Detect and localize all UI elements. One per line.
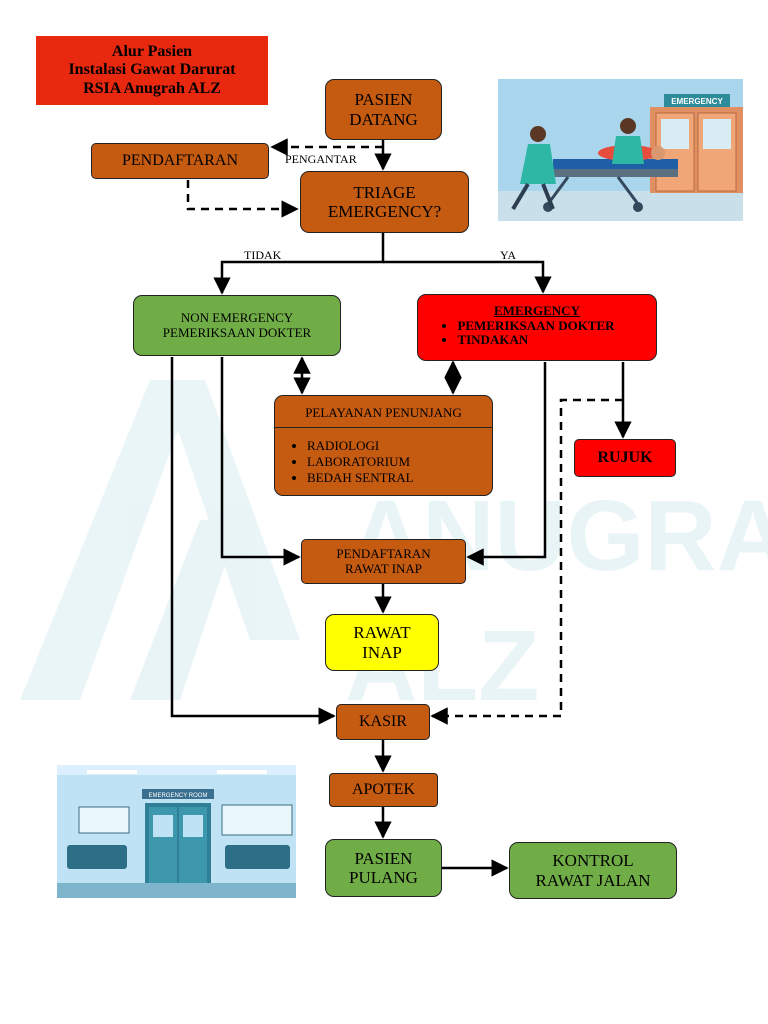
edge-label-tidak: TIDAK: [244, 248, 282, 262]
node-penunjang-item-radiologi: RADIOLOGI: [307, 438, 414, 454]
diagram-title: Alur Pasien Instalasi Gawat Darurat RSIA…: [36, 36, 268, 105]
edge-triage-non-emergency: [213, 233, 385, 295]
node-apotek-label: APOTEK: [351, 781, 416, 799]
node-pasien-pulang[interactable]: PASIEN PULANG: [325, 839, 442, 897]
node-emergency-item-pemeriksaan: PEMERIKSAAN DOKTER: [457, 318, 614, 334]
node-pasien-datang[interactable]: PASIEN DATANG: [325, 79, 442, 140]
node-rawat-inap-line-2: INAP: [362, 642, 402, 662]
node-rujuk[interactable]: RUJUK: [574, 439, 676, 477]
node-non-emergency-line-1: NON EMERGENCY: [180, 310, 294, 325]
title-line-2: Instalasi Gawat Darurat: [68, 61, 236, 79]
node-pelayanan-penunjang[interactable]: PELAYANAN PENUNJANG RADIOLOGI LABORATORI…: [274, 395, 493, 496]
node-kontrol-rawat-jalan[interactable]: KONTROL RAWAT JALAN: [509, 842, 677, 899]
edge-pendaftaran-triage-dashed: [186, 180, 299, 218]
node-penunjang-list: RADIOLOGI LABORATORIUM BEDAH SENTRAL: [289, 438, 414, 487]
node-kasir[interactable]: KASIR: [336, 704, 430, 740]
emergency-room-illustration: EMERGENCY ROOM: [57, 765, 296, 898]
node-emergency[interactable]: EMERGENCY PEMERIKSAAN DOKTER TINDAKAN: [417, 294, 657, 361]
node-kasir-label: KASIR: [358, 713, 407, 731]
node-emergency-list: PEMERIKSAAN DOKTER TINDAKAN: [439, 318, 614, 348]
edge-triage-emergency: [383, 260, 552, 294]
node-kontrol-line-1: KONTROL: [552, 851, 634, 871]
emergency-sign-text: EMERGENCY: [671, 97, 723, 106]
title-line-1: Alur Pasien: [111, 42, 193, 60]
node-emergency-heading: EMERGENCY: [494, 303, 580, 318]
edge-non-emergency-kasir: [170, 357, 336, 725]
edge-non-emergency-rawat-inap: [220, 357, 301, 566]
node-pendaftaran-rawat-inap[interactable]: PENDAFTARAN RAWAT INAP: [301, 539, 466, 584]
edge-emergency-rawat-inap: [466, 362, 547, 566]
node-pendaftaran-rawat-inap-line-2: RAWAT INAP: [344, 560, 423, 576]
node-pasien-datang-line-1: PASIEN: [354, 90, 413, 110]
node-pasien-pulang-line-1: PASIEN: [354, 848, 413, 868]
node-rujuk-label: RUJUK: [597, 449, 653, 467]
node-non-emergency[interactable]: NON EMERGENCY PEMERIKSAAN DOKTER: [133, 295, 341, 356]
emergency-entrance-illustration: EMERGENCY: [498, 79, 743, 221]
node-triage[interactable]: TRIAGE EMERGENCY?: [300, 171, 469, 233]
edge-label-pengantar: PENGANTAR: [285, 152, 357, 166]
node-pendaftaran-rawat-inap-line-1: PENDAFTARAN: [336, 545, 431, 561]
edge-label-ya: YA: [500, 248, 517, 262]
node-kontrol-line-2: RAWAT JALAN: [535, 870, 651, 890]
title-line-3: RSIA Anugrah ALZ: [83, 79, 221, 97]
node-pasien-datang-line-2: DATANG: [349, 109, 418, 129]
node-triage-line-1: TRIAGE: [353, 182, 416, 202]
node-non-emergency-line-2: PEMERIKSAAN DOKTER: [162, 324, 312, 340]
edge-rujuk-kasir-dashed: [430, 398, 623, 725]
node-pendaftaran[interactable]: PENDAFTARAN: [91, 143, 269, 179]
node-penunjang-heading: PELAYANAN PENUNJANG: [275, 396, 492, 428]
emergency-room-sign-text: EMERGENCY ROOM: [149, 793, 208, 799]
node-emergency-item-tindakan: TINDAKAN: [457, 333, 614, 348]
node-penunjang-item-laboratorium: LABORATORIUM: [307, 454, 414, 470]
node-pasien-pulang-line-2: PULANG: [349, 868, 418, 887]
node-penunjang-item-bedah-sentral: BEDAH SENTRAL: [307, 470, 414, 486]
node-apotek[interactable]: APOTEK: [329, 773, 438, 807]
node-rawat-inap[interactable]: RAWAT INAP: [325, 614, 439, 671]
node-pendaftaran-label: PENDAFTARAN: [121, 152, 239, 170]
node-rawat-inap-line-1: RAWAT: [353, 623, 411, 643]
node-triage-line-2: EMERGENCY?: [327, 202, 442, 221]
